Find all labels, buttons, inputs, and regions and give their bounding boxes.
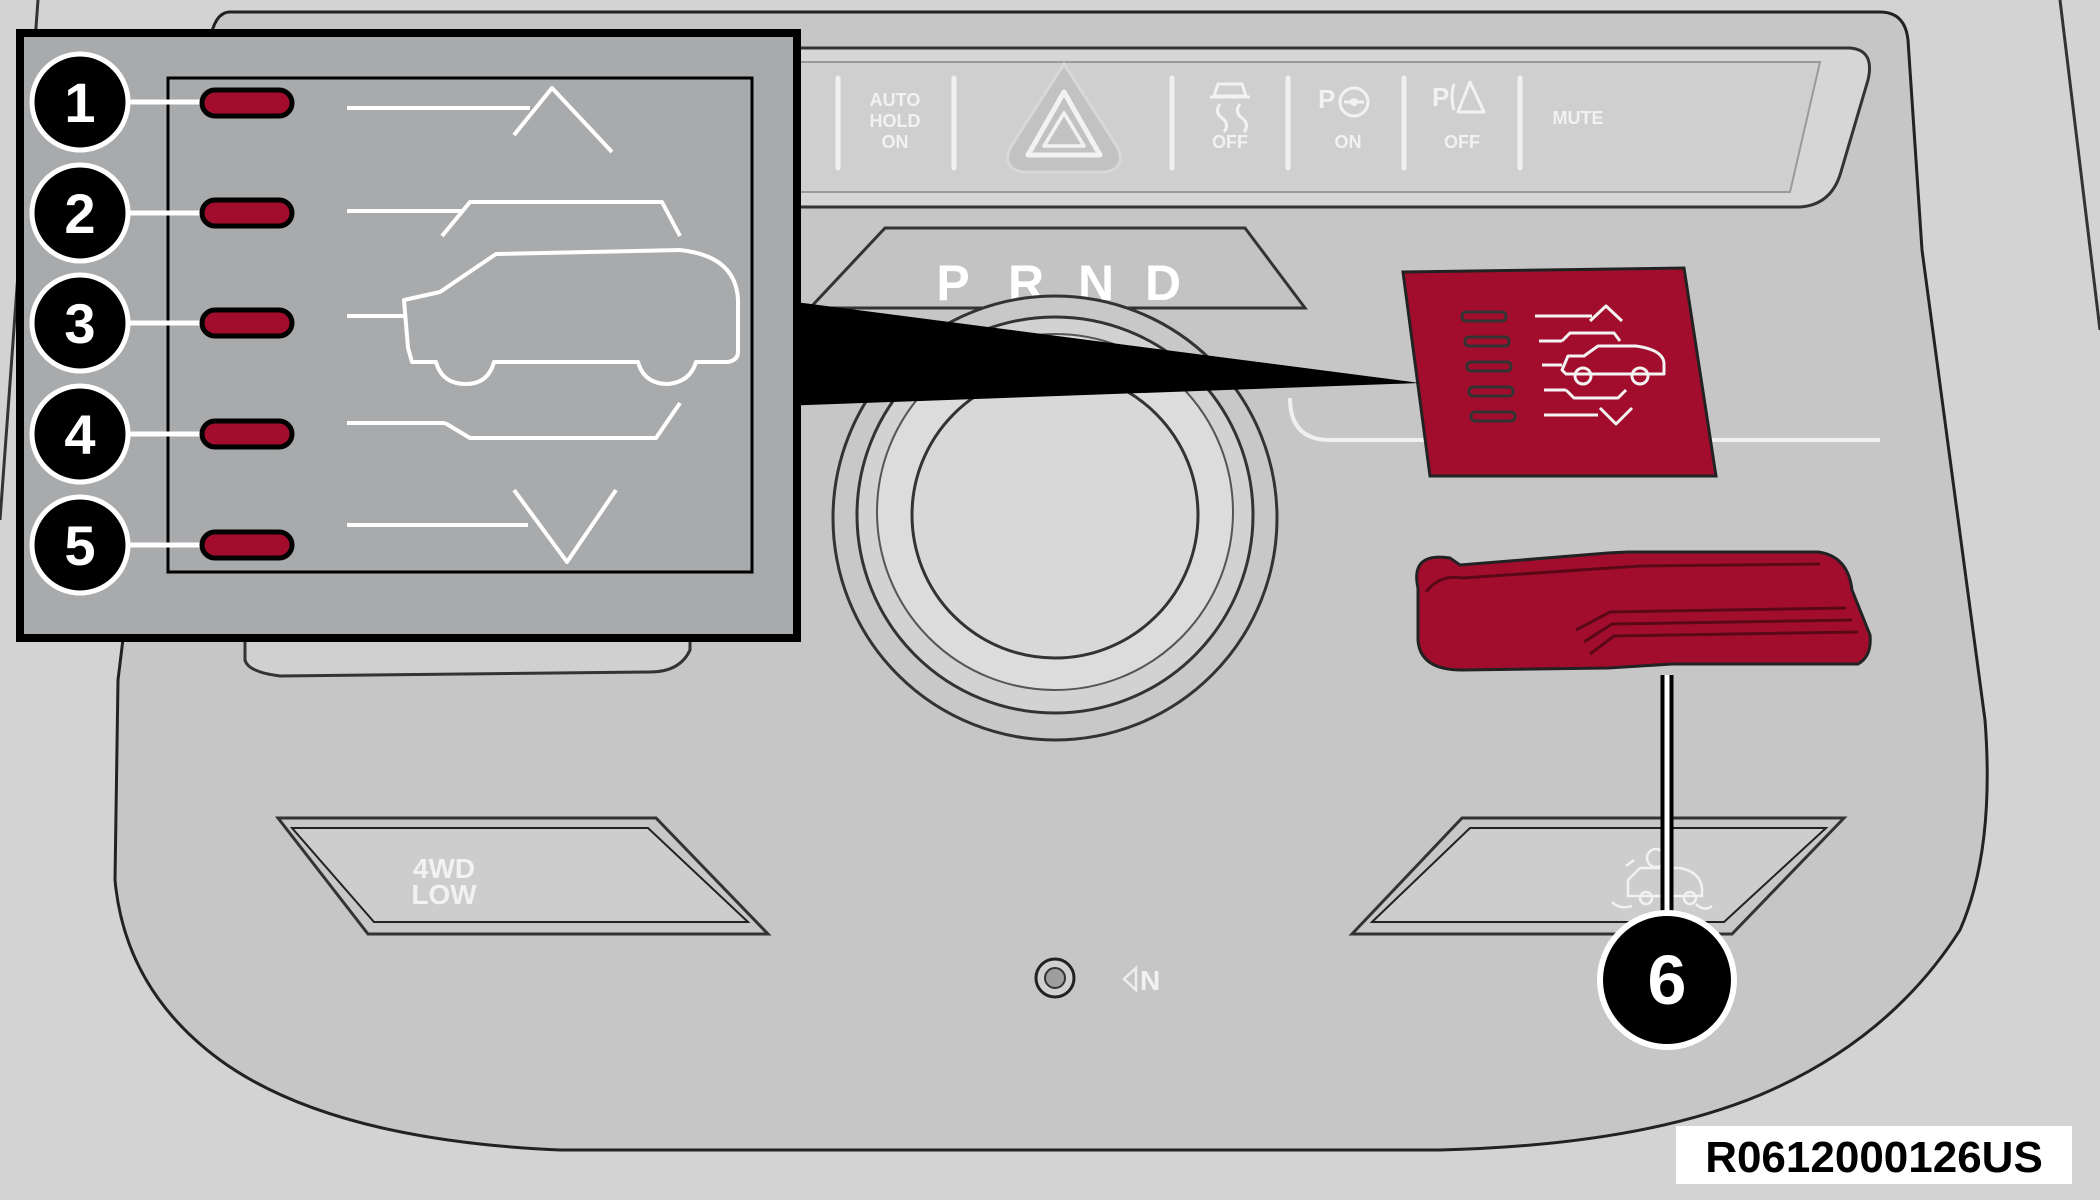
callout-2-number: 2 xyxy=(64,182,95,245)
park-assist-button[interactable]: P ON xyxy=(1318,84,1370,152)
hazard-triangle-icon xyxy=(1025,89,1103,158)
gear-indicator-plate: P R N D xyxy=(806,226,1308,311)
traction-off-label: OFF xyxy=(1212,132,1248,152)
selec-speed-rocker-switch[interactable] xyxy=(1415,550,1872,672)
led-4 xyxy=(199,418,295,450)
neutral-label: N xyxy=(1140,965,1160,996)
neutral-arrow-icon xyxy=(1122,965,1138,993)
callout-2: 2 xyxy=(29,162,131,264)
mini-ride-height-icon xyxy=(1535,304,1666,426)
svg-text:P: P xyxy=(1318,84,1335,114)
reference-code: R0612000126US xyxy=(1705,1133,2043,1182)
ride-height-icon xyxy=(347,86,740,564)
hill-descent-icon xyxy=(1611,847,1713,910)
auto-hold-line-2: HOLD xyxy=(870,111,921,131)
neutral-indicator: N xyxy=(1034,957,1160,999)
selector-led-panel xyxy=(1401,266,1718,478)
auto-hold-button[interactable]: AUTO HOLD ON xyxy=(870,90,921,152)
inset-detail: 1 2 3 4 5 xyxy=(16,29,801,642)
callout-3-number: 3 xyxy=(64,292,95,355)
park-assist-icon: P xyxy=(1318,84,1370,118)
park-sensor-button[interactable]: P OFF xyxy=(1432,80,1486,152)
left-rocker-button[interactable] xyxy=(243,638,692,678)
callout-5: 5 xyxy=(29,494,131,596)
rotary-shifter[interactable] xyxy=(831,294,1279,742)
callout-1: 1 xyxy=(29,51,131,153)
led-2 xyxy=(199,197,295,229)
led-3 xyxy=(199,307,295,339)
auto-hold-line-1: AUTO xyxy=(870,90,921,110)
park-sensor-icon: P xyxy=(1432,80,1486,114)
traction-off-button[interactable]: OFF xyxy=(1210,82,1250,152)
button-separators xyxy=(835,75,1523,171)
callout-1-number: 1 xyxy=(64,71,95,134)
hill-descent-button[interactable] xyxy=(1348,816,1848,936)
callout-3: 3 xyxy=(29,272,131,374)
callout-5-number: 5 xyxy=(64,514,95,577)
callout-4: 4 xyxy=(29,383,131,485)
auto-hold-line-3: ON xyxy=(882,132,909,152)
svg-text:P: P xyxy=(1432,82,1449,112)
shifter-knob[interactable] xyxy=(910,370,1200,660)
callout-6: 6 xyxy=(1597,910,1737,1050)
hazard-button[interactable] xyxy=(1006,61,1122,174)
pointer-wedge xyxy=(780,300,1420,406)
4wd-low-line-1: 4WD xyxy=(413,853,475,884)
mini-led-column xyxy=(1460,310,1517,423)
4wd-low-button[interactable]: 4WD LOW xyxy=(274,816,772,936)
reference-code-box: R0612000126US xyxy=(1676,1126,2072,1184)
callout-6-number: 6 xyxy=(1648,941,1687,1019)
led-indicators xyxy=(199,87,295,561)
gear-d: D xyxy=(1145,255,1181,311)
gear-p: P xyxy=(936,255,969,311)
led-1 xyxy=(199,87,295,119)
park-assist-on-label: ON xyxy=(1335,132,1362,152)
callout-4-number: 4 xyxy=(64,403,95,466)
4wd-low-line-2: LOW xyxy=(411,879,477,910)
trim-line-right xyxy=(2058,0,2100,331)
park-sensor-off-label: OFF xyxy=(1444,132,1480,152)
led-5 xyxy=(199,529,295,561)
traction-control-icon xyxy=(1210,82,1250,133)
mute-button[interactable]: MUTE xyxy=(1553,108,1604,128)
bezel-highlight xyxy=(1288,397,1880,442)
